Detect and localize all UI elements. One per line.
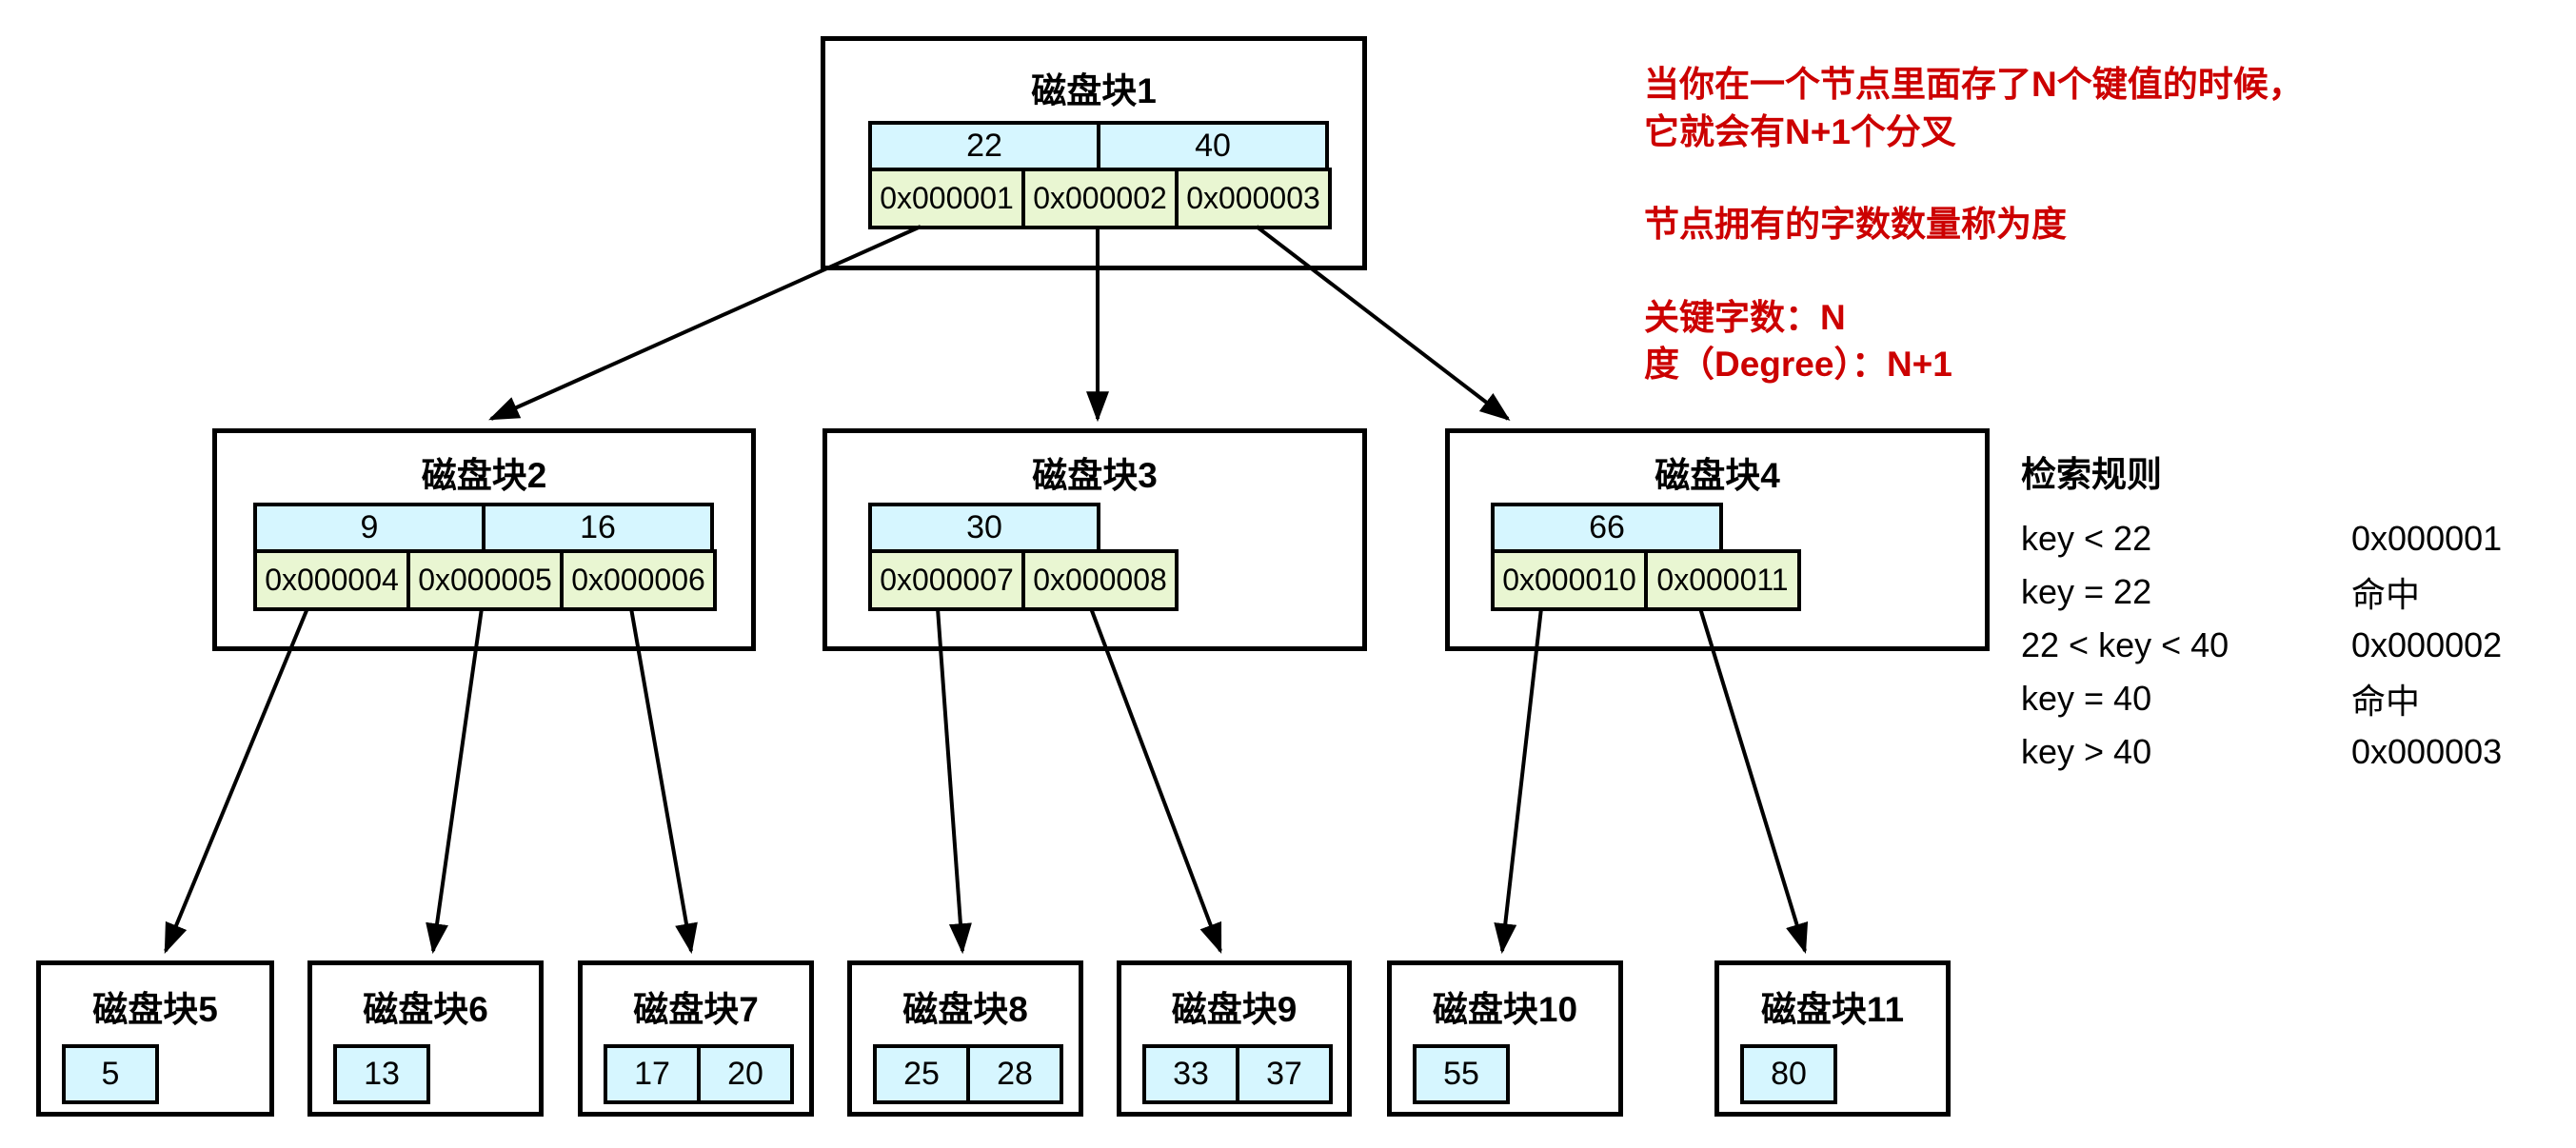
- disk-block-3: 磁盘块3 30 0x000007 0x000008: [822, 428, 1367, 651]
- rule-row: key = 40 命中: [2021, 672, 2502, 725]
- rule-condition: key = 40: [2021, 679, 2152, 718]
- rule-row: key > 40 0x000003: [2021, 725, 2502, 779]
- arrow-block3-block8: [936, 607, 972, 955]
- key-cell: 20: [697, 1044, 794, 1104]
- disk-block-9-title: 磁盘块9: [1171, 990, 1298, 1029]
- annotation-line-4: 关键字数：N: [1644, 298, 1846, 337]
- key-cell: 28: [966, 1044, 1063, 1104]
- search-rules-title: 检索规则: [2021, 455, 2162, 494]
- key-cell: 40: [1097, 121, 1329, 171]
- key-cell: 17: [604, 1044, 701, 1104]
- arrow-block2-block5: [164, 607, 309, 954]
- disk-block-4: 磁盘块4 66 0x000010 0x000011: [1445, 428, 1990, 651]
- arrow-block3-block9: [1089, 607, 1222, 954]
- rule-condition: key = 22: [2021, 572, 2152, 611]
- disk-block-4-table: 66 0x000010 0x000011: [1491, 503, 1801, 611]
- disk-block-4-title: 磁盘块4: [1655, 456, 1780, 495]
- annotation-line-3: 节点拥有的字数数量称为度: [1644, 205, 2067, 244]
- disk-block-3-title: 磁盘块3: [1032, 456, 1158, 495]
- disk-block-8: 磁盘块8 25 28: [847, 960, 1083, 1117]
- annotation-line-2: 它就会有N+1个分叉: [1644, 112, 1956, 151]
- arrow-block4-block11: [1698, 607, 1809, 955]
- rule-condition: 22 < key < 40: [2021, 625, 2229, 664]
- key-cell: 66: [1491, 503, 1723, 553]
- disk-block-1-table: 22 40 0x000001 0x000002 0x000003: [868, 121, 1332, 229]
- pointer-cell: 0x000001: [868, 168, 1025, 229]
- pointer-cell: 0x000010: [1491, 549, 1648, 611]
- disk-block-11-title: 磁盘块11: [1760, 990, 1905, 1029]
- rule-result: 命中: [2351, 575, 2421, 614]
- disk-block-7-title: 磁盘块7: [633, 990, 759, 1029]
- disk-block-5-title: 磁盘块5: [92, 990, 218, 1029]
- disk-block-1-title: 磁盘块1: [1031, 71, 1157, 110]
- disk-block-9: 磁盘块9 33 37: [1117, 960, 1352, 1117]
- annotation-line-5: 度（Degree）：N+1: [1644, 345, 1952, 384]
- annotation-line-1: 当你在一个节点里面存了N个键值的时候，: [1644, 65, 2304, 104]
- key-cell: 30: [868, 503, 1100, 553]
- pointer-cell: 0x000005: [406, 549, 564, 611]
- pointer-cell: 0x000008: [1021, 549, 1179, 611]
- key-cell: 9: [253, 503, 485, 553]
- disk-block-7: 磁盘块7 17 20: [578, 960, 814, 1117]
- disk-block-6: 磁盘块6 13: [307, 960, 544, 1117]
- pointer-cell: 0x000011: [1644, 549, 1801, 611]
- rule-row: 22 < key < 40 0x000002: [2021, 619, 2502, 672]
- disk-block-2-table: 9 16 0x000004 0x000005 0x000006: [253, 503, 717, 611]
- key-cell: 55: [1413, 1044, 1510, 1104]
- rule-row: key < 22 0x000001: [2021, 512, 2502, 565]
- disk-block-5: 磁盘块5 5: [36, 960, 274, 1117]
- rule-result: 命中: [2351, 682, 2421, 721]
- rule-result: 0x000003: [2351, 732, 2503, 771]
- arrow-block4-block10: [1494, 607, 1543, 955]
- key-cell: 13: [333, 1044, 430, 1104]
- pointer-cell: 0x000006: [560, 549, 717, 611]
- key-cell: 37: [1236, 1044, 1333, 1104]
- disk-block-1: 磁盘块1 22 40 0x000001 0x000002 0x000003: [821, 36, 1367, 270]
- disk-block-2-title: 磁盘块2: [421, 456, 547, 495]
- disk-block-2: 磁盘块2 9 16 0x000004 0x000005 0x000006: [212, 428, 756, 651]
- disk-block-8-title: 磁盘块8: [902, 990, 1028, 1029]
- pointer-cell: 0x000007: [868, 549, 1025, 611]
- rule-condition: key > 40: [2021, 732, 2152, 771]
- disk-block-6-title: 磁盘块6: [363, 990, 488, 1029]
- key-cell: 5: [62, 1044, 159, 1104]
- disk-block-10-title: 磁盘块10: [1432, 990, 1578, 1029]
- arrow-block2-block7: [629, 607, 698, 955]
- disk-block-10: 磁盘块10 55: [1387, 960, 1623, 1117]
- key-cell: 16: [482, 503, 714, 553]
- rule-condition: key < 22: [2021, 519, 2152, 558]
- pointer-cell: 0x000002: [1021, 168, 1179, 229]
- pointer-cell: 0x000004: [253, 549, 410, 611]
- rule-result: 0x000001: [2351, 519, 2503, 558]
- rule-result: 0x000002: [2351, 625, 2503, 664]
- key-cell: 80: [1740, 1044, 1837, 1104]
- key-cell: 33: [1142, 1044, 1239, 1104]
- disk-block-11: 磁盘块11 80: [1714, 960, 1951, 1117]
- rule-row: key = 22 命中: [2021, 565, 2502, 619]
- pointer-cell: 0x000003: [1175, 168, 1332, 229]
- disk-block-3-table: 30 0x000007 0x000008: [868, 503, 1179, 611]
- key-cell: 22: [868, 121, 1100, 171]
- arrow-block2-block6: [426, 607, 484, 955]
- key-cell: 25: [873, 1044, 970, 1104]
- search-rules: 检索规则 key < 22 0x000001 key = 22 命中 22 < …: [2021, 445, 2502, 779]
